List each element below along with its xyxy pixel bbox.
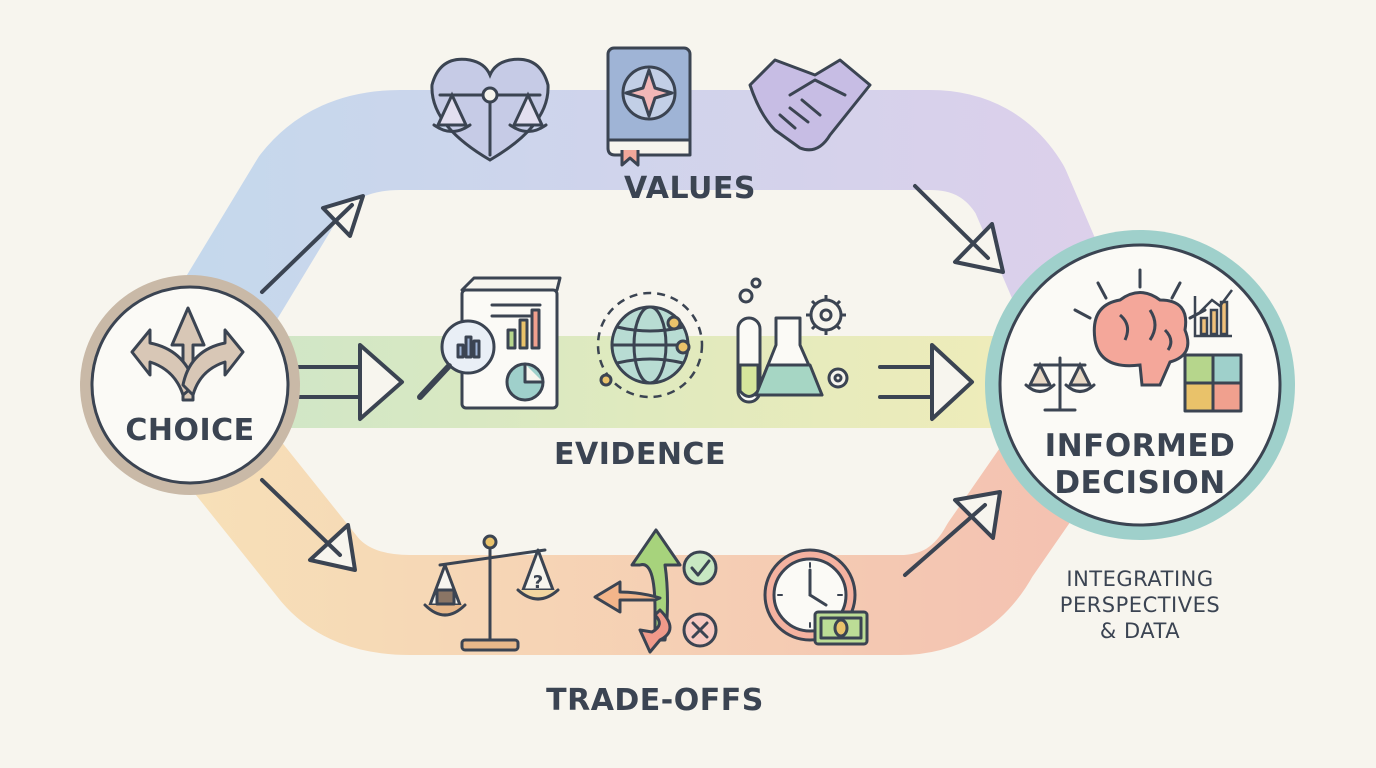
handshake-icon <box>748 58 872 152</box>
scale-icon <box>1024 356 1096 412</box>
puzzle-icon <box>1183 353 1243 413</box>
tradeoffs-label: TRADE-OFFS <box>546 683 764 718</box>
heart-scale-icon <box>430 57 550 162</box>
decision-label-line-2: DECISION <box>1054 464 1226 501</box>
data-report-magnifier-icon <box>417 276 562 410</box>
evidence-label: EVIDENCE <box>554 437 726 472</box>
arrow-to-tradeoffs <box>260 478 357 572</box>
subtitle-line-3: & DATA <box>1099 619 1181 644</box>
decision-label-line-1: INFORMED <box>1044 428 1236 464</box>
subtitle-line-1: INTEGRATING <box>1066 567 1214 591</box>
svg-text:?: ? <box>533 572 543 593</box>
arrow-tradeoffs-to-decision <box>903 490 1002 577</box>
decision-subtitle: INTEGRATING PERSPECTIVES & DATA <box>1020 566 1260 644</box>
lab-flask-gears-icon <box>736 277 849 404</box>
growth-chart-icon <box>1193 289 1233 338</box>
compass-book-icon <box>606 46 692 167</box>
decision-node <box>985 230 1295 540</box>
branching-arrows-check-cross-icon <box>593 528 718 654</box>
decision-label: INFORMED DECISION <box>1010 428 1270 501</box>
arrow-evidence-to-decision <box>878 343 974 421</box>
three-way-arrows-icon <box>130 306 245 402</box>
values-label: VALUES <box>624 171 756 206</box>
subtitle-line-2: PERSPECTIVES <box>1059 593 1221 618</box>
choice-node <box>80 275 300 495</box>
arrow-to-evidence <box>296 343 404 421</box>
choice-label: CHOICE <box>125 413 255 448</box>
brain-icon <box>1092 291 1190 387</box>
globe-network-icon <box>596 291 704 399</box>
unbalanced-scale-question-icon: ? <box>423 534 560 652</box>
arrow-to-values <box>260 194 365 294</box>
clock-money-icon <box>763 548 869 646</box>
arrow-values-to-decision <box>913 184 1005 274</box>
